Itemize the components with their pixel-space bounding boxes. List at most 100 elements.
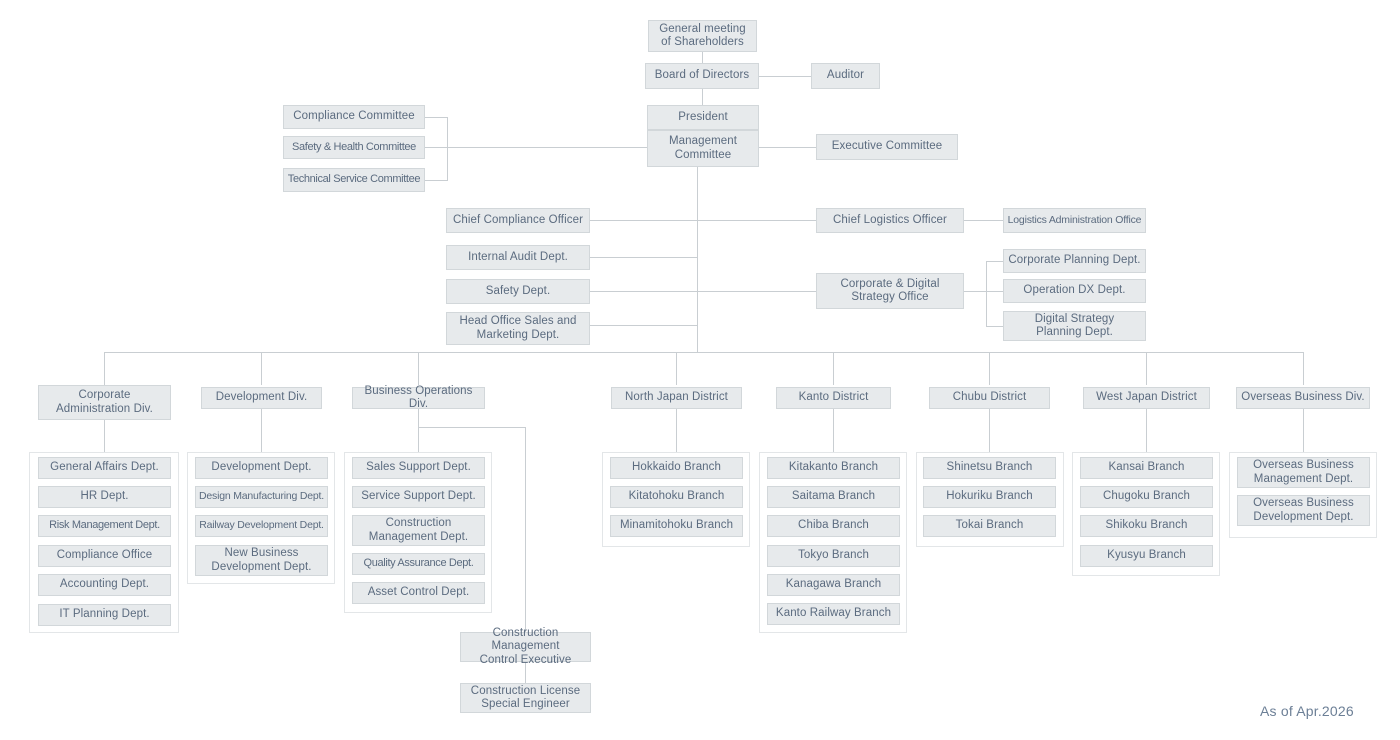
- node-board-of-directors[interactable]: Board of Directors: [645, 63, 759, 89]
- connector-div-group-2: [261, 409, 262, 452]
- group-panel-kanto: [759, 452, 907, 633]
- node-saitama-branch[interactable]: Saitama Branch: [767, 486, 900, 508]
- node-management-committee[interactable]: Management Committee: [647, 130, 759, 167]
- connector-spine-strategy: [697, 291, 816, 292]
- connector-officer-1: [590, 220, 816, 221]
- node-overseas-business-management-dept[interactable]: Overseas Business Management Dept.: [1237, 457, 1370, 488]
- connector-officer-2: [590, 257, 698, 258]
- node-chief-logistics-officer[interactable]: Chief Logistics Officer: [816, 208, 964, 233]
- connector-committee-rail: [447, 117, 448, 180]
- connector-bus-drop-1: [104, 352, 105, 385]
- connector-bus-drop-3: [418, 352, 419, 385]
- connector-committees-mgmt: [425, 147, 647, 148]
- node-chugoku-branch[interactable]: Chugoku Branch: [1080, 486, 1213, 508]
- connector-bus-drop-4: [676, 352, 677, 385]
- connector-committee-1: [425, 117, 448, 118]
- node-division-north-japan-district[interactable]: North Japan District: [611, 387, 742, 409]
- node-kyusyu-branch[interactable]: Kyusyu Branch: [1080, 545, 1213, 567]
- node-safety-dept[interactable]: Safety Dept.: [446, 279, 590, 304]
- node-president[interactable]: President: [647, 105, 759, 130]
- node-construction-management-dept[interactable]: Construction Management Dept.: [352, 515, 485, 546]
- connector-bus-drop-6: [989, 352, 990, 385]
- node-kanto-railway-branch[interactable]: Kanto Railway Branch: [767, 603, 900, 625]
- node-chiba-branch[interactable]: Chiba Branch: [767, 515, 900, 537]
- connector-board-president: [702, 89, 703, 106]
- node-kanagawa-branch[interactable]: Kanagawa Branch: [767, 574, 900, 596]
- node-digital-strategy-planning-dept[interactable]: Digital Strategy Planning Dept.: [1003, 311, 1146, 341]
- as-of-date: As of Apr.2026: [1260, 703, 1354, 719]
- node-accounting-dept[interactable]: Accounting Dept.: [38, 574, 171, 596]
- node-corporate-planning-dept[interactable]: Corporate Planning Dept.: [1003, 249, 1146, 273]
- connector-bus-drop-8: [1303, 352, 1304, 385]
- node-new-business-development-dept[interactable]: New Business Development Dept.: [195, 545, 328, 576]
- connector-strategy-dept-3: [986, 326, 1003, 327]
- connector-div-group-5: [833, 409, 834, 452]
- node-general-meeting-of-shareholders[interactable]: General meeting of Shareholders: [648, 20, 757, 52]
- node-internal-audit-dept[interactable]: Internal Audit Dept.: [446, 245, 590, 270]
- node-corporate-digital-strategy-office[interactable]: Corporate & Digital Strategy Office: [816, 273, 964, 309]
- node-design-manufacturing-dept[interactable]: Design Manufacturing Dept.: [195, 486, 328, 508]
- node-logistics-administration-office[interactable]: Logistics Administration Office: [1003, 208, 1146, 233]
- node-auditor[interactable]: Auditor: [811, 63, 880, 89]
- node-kansai-branch[interactable]: Kansai Branch: [1080, 457, 1213, 479]
- node-quality-assurance-dept[interactable]: Quality Assurance Dept.: [352, 553, 485, 575]
- node-railway-development-dept[interactable]: Railway Development Dept.: [195, 515, 328, 537]
- node-overseas-business-development-dept[interactable]: Overseas Business Development Dept.: [1237, 495, 1370, 526]
- node-shikoku-branch[interactable]: Shikoku Branch: [1080, 515, 1213, 537]
- group-panel-corporate-administration: [29, 452, 179, 633]
- node-compliance-committee[interactable]: Compliance Committee: [283, 105, 425, 129]
- connector-strategy-rail: [986, 261, 987, 326]
- node-division-kanto-district[interactable]: Kanto District: [776, 387, 891, 409]
- node-chief-compliance-officer[interactable]: Chief Compliance Officer: [446, 208, 590, 233]
- connector-constr-branch: [418, 427, 526, 428]
- node-general-affairs-dept[interactable]: General Affairs Dept.: [38, 457, 171, 479]
- connector-strategy-dept-1: [986, 261, 1003, 262]
- connector-mgmt-executive: [759, 147, 816, 148]
- node-construction-license-special-engineer[interactable]: Construction License Special Engineer: [460, 683, 591, 713]
- connector-main-spine: [697, 167, 698, 353]
- node-technical-service-committee[interactable]: Technical Service Committee: [283, 168, 425, 192]
- connector-meeting-board: [702, 51, 703, 63]
- connector-division-bus: [104, 352, 1303, 353]
- node-tokyo-branch[interactable]: Tokyo Branch: [767, 545, 900, 567]
- connector-strategy-dept-2: [986, 291, 1003, 292]
- connector-constr-drop: [525, 427, 526, 632]
- connector-logistics: [964, 220, 1003, 221]
- node-compliance-office[interactable]: Compliance Office: [38, 545, 171, 567]
- node-development-dept[interactable]: Development Dept.: [195, 457, 328, 479]
- connector-div-group-3: [418, 409, 419, 452]
- node-division-development[interactable]: Development Div.: [201, 387, 322, 409]
- node-operation-dx-dept[interactable]: Operation DX Dept.: [1003, 279, 1146, 303]
- node-sales-support-dept[interactable]: Sales Support Dept.: [352, 457, 485, 479]
- node-shinetsu-branch[interactable]: Shinetsu Branch: [923, 457, 1056, 479]
- node-minamitohoku-branch[interactable]: Minamitohoku Branch: [610, 515, 743, 537]
- node-division-west-japan-district[interactable]: West Japan District: [1083, 387, 1210, 409]
- node-division-business-operations[interactable]: Business Operations Div.: [352, 385, 485, 410]
- connector-bus-drop-2: [261, 352, 262, 385]
- node-kitakanto-branch[interactable]: Kitakanto Branch: [767, 457, 900, 479]
- node-it-planning-dept[interactable]: IT Planning Dept.: [38, 604, 171, 626]
- connector-div-group-1: [104, 420, 105, 452]
- connector-constr-license: [525, 662, 526, 683]
- node-division-chubu-district[interactable]: Chubu District: [929, 387, 1050, 409]
- node-hr-dept[interactable]: HR Dept.: [38, 486, 171, 508]
- node-construction-management-control-executive[interactable]: Construction Management Control Executiv…: [460, 627, 591, 666]
- node-safety-health-committee[interactable]: Safety & Health Committee: [283, 136, 425, 159]
- node-division-overseas-business[interactable]: Overseas Business Div.: [1236, 387, 1370, 409]
- node-risk-management-dept[interactable]: Risk Management Dept.: [38, 515, 171, 537]
- node-tokai-branch[interactable]: Tokai Branch: [923, 515, 1056, 537]
- node-executive-committee[interactable]: Executive Committee: [816, 134, 958, 160]
- connector-committee-3: [425, 180, 448, 181]
- node-division-corporate-administration[interactable]: Corporate Administration Div.: [38, 385, 171, 420]
- node-asset-control-dept[interactable]: Asset Control Dept.: [352, 582, 485, 604]
- node-hokuriku-branch[interactable]: Hokuriku Branch: [923, 486, 1056, 508]
- connector-bus-drop-5: [833, 352, 834, 385]
- node-service-support-dept[interactable]: Service Support Dept.: [352, 486, 485, 508]
- connector-div-group-8: [1303, 409, 1304, 452]
- node-head-office-sales-marketing-dept[interactable]: Head Office Sales and Marketing Dept.: [446, 312, 590, 345]
- connector-div-group-4: [676, 409, 677, 452]
- node-kitatohoku-branch[interactable]: Kitatohoku Branch: [610, 486, 743, 508]
- node-hokkaido-branch[interactable]: Hokkaido Branch: [610, 457, 743, 479]
- connector-div-group-6: [989, 409, 990, 452]
